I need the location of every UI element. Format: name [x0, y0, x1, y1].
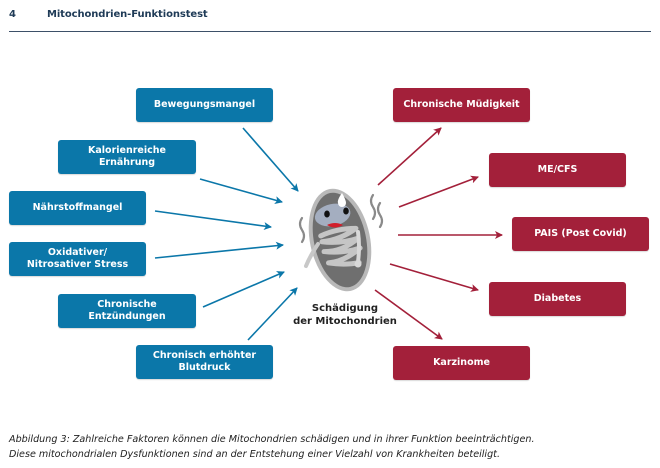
page-number: 4: [9, 9, 16, 20]
cause-box-naehrstoffmangel: Nährstoffmangel: [9, 191, 146, 225]
cause-box-chronische-entzuendungen: Chronische Entzündungen: [58, 294, 196, 328]
cause-box-blutdruck: Chronisch erhöhter Blutdruck: [136, 345, 273, 379]
effect-label: Karzinome: [433, 357, 490, 368]
arrow-oxidativer-stress: [154, 241, 284, 259]
center-label-line2: der Mitochondrien: [293, 316, 397, 327]
effect-label: Diabetes: [533, 293, 582, 304]
arrow-naehrstoffmangel: [154, 210, 272, 231]
arrow-bewegungsmangel: [242, 127, 299, 192]
cause-label: Chronische Entzündungen: [88, 299, 166, 322]
effect-label: ME/CFS: [537, 164, 578, 175]
cause-box-kalorienreiche-ernaehrung: Kalorienreiche Ernährung: [58, 140, 196, 174]
cause-label: Nährstoffmangel: [32, 202, 123, 213]
header-title: Mitochondrien-Funktionstest: [47, 9, 208, 20]
cause-label: Kalorienreiche Ernährung: [88, 145, 166, 168]
caption-line1: Abbildung 3: Zahlreiche Faktoren können …: [9, 434, 535, 445]
caption-line2: Diese mitochondrialen Dysfunktionen sind…: [9, 449, 500, 460]
effect-box-pais: PAIS (Post Covid): [512, 217, 649, 251]
arrow-diabetes: [389, 263, 479, 292]
center-label: Schädigung der Mitochondrien: [290, 302, 400, 328]
cause-label: Bewegungsmangel: [153, 99, 256, 110]
figure-caption: Abbildung 3: Zahlreiche Faktoren können …: [9, 432, 654, 462]
effect-box-karzinome: Karzinome: [393, 346, 530, 380]
header-divider: [9, 31, 651, 32]
effect-box-me-cfs: ME/CFS: [489, 153, 626, 187]
effect-label: Chronische Müdigkeit: [403, 99, 520, 110]
arrow-chronische-entzuendungen: [202, 271, 285, 308]
arrow-kalorienreiche-ernaehrung: [199, 178, 283, 204]
arrow-karzinome: [374, 289, 443, 340]
effect-box-chronische-muedigkeit: Chronische Müdigkeit: [393, 88, 530, 122]
effect-label: PAIS (Post Covid): [534, 228, 627, 239]
center-label-line1: Schädigung: [311, 303, 379, 314]
arrow-chronische-muedigkeit: [377, 127, 442, 186]
arrow-blutdruck: [247, 287, 298, 341]
cause-label: Oxidativer/ Nitrosativer Stress: [26, 247, 129, 270]
cause-label: Chronisch erhöhter Blutdruck: [152, 350, 257, 373]
arrow-me-cfs: [398, 175, 479, 208]
cause-box-oxidativer-stress: Oxidativer/ Nitrosativer Stress: [9, 242, 146, 276]
page-header: 4 Mitochondrien-Funktionstest: [0, 0, 660, 34]
cause-box-bewegungsmangel: Bewegungsmangel: [136, 88, 273, 122]
effect-box-diabetes: Diabetes: [489, 282, 626, 316]
